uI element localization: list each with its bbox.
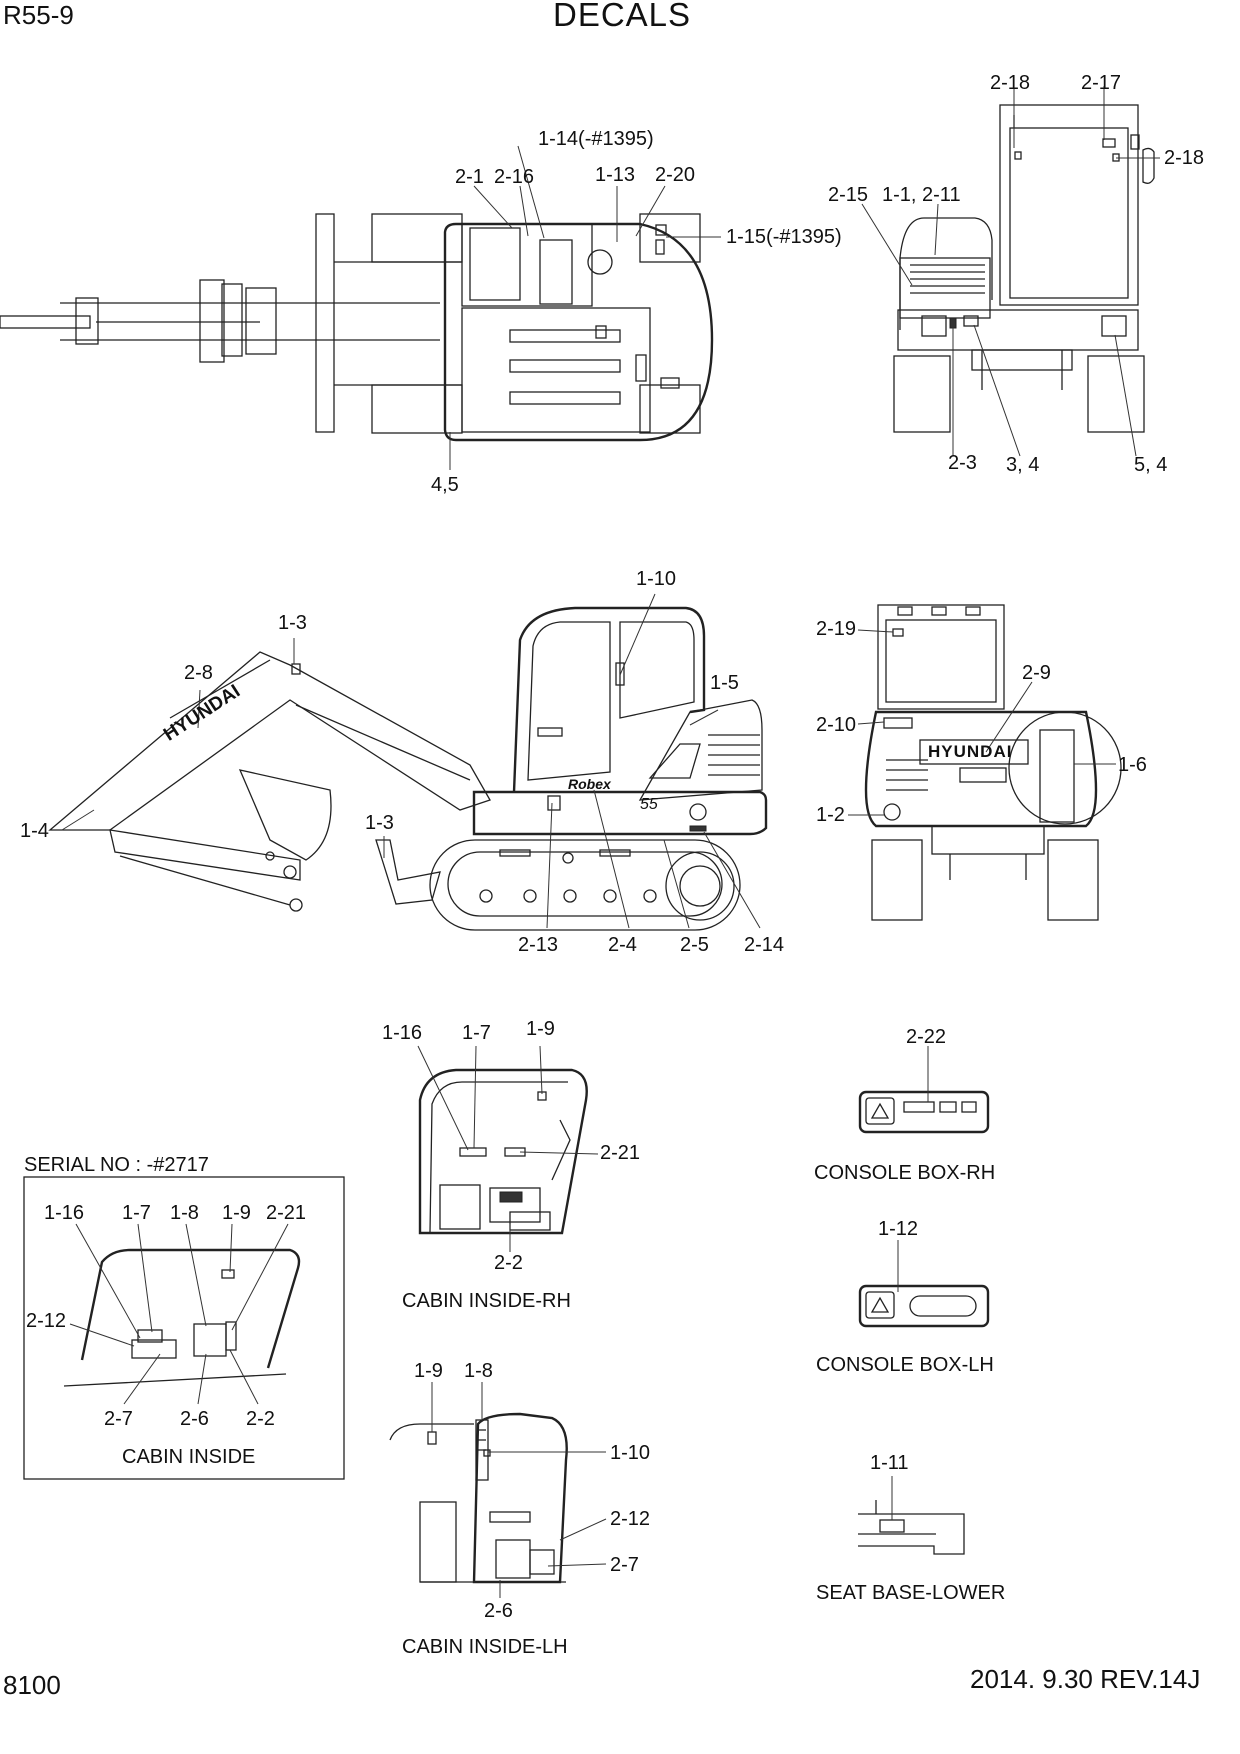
model-number: R55-9 [3, 0, 74, 30]
callout-1-16-rh: 1-16 [382, 1022, 423, 1044]
cab-brand-decal: Robex [568, 776, 611, 792]
callout-1-3-boom: 1-3 [278, 612, 307, 634]
callout-1-7-box: 1-7 [122, 1202, 151, 1224]
top-view-leaders [449, 145, 721, 470]
callout-2-19: 2-19 [816, 618, 857, 640]
rear-view-drawing [864, 604, 1122, 921]
caption-cabin-inside-lh: CABIN INSIDE-LH [402, 1636, 568, 1658]
callout-1-13: 1-13 [595, 164, 636, 186]
top-view-drawing [0, 213, 714, 442]
callout-2-7-lh: 2-7 [610, 1554, 639, 1576]
callout-2-1: 2-1 [455, 166, 484, 188]
callout-2-2-rh: 2-2 [494, 1252, 523, 1274]
caption-console-box-lh: CONSOLE BOX-LH [816, 1354, 994, 1376]
callout-1-12: 1-12 [878, 1218, 919, 1240]
caption-cabin-inside: CABIN INSIDE [122, 1446, 256, 1468]
callout-2-7-box: 2-7 [104, 1408, 133, 1430]
cabin-lh-leaders [431, 1382, 607, 1598]
serial-number-note: SERIAL NO : -#2717 [24, 1154, 209, 1176]
callout-1-1-2-11: 1-1, 2-11 [882, 184, 961, 206]
callout-1-9-box: 1-9 [222, 1202, 251, 1224]
callout-2-10: 2-10 [816, 714, 857, 736]
side-view-drawing [48, 606, 768, 931]
callout-4-5: 4,5 [431, 474, 459, 496]
callout-1-8-box: 1-8 [170, 1202, 199, 1224]
callout-1-9-rh: 1-9 [526, 1018, 555, 1040]
console-lh-drawing [858, 1240, 990, 1328]
callout-2-17: 2-17 [1081, 72, 1122, 94]
caption-seat-base-lower: SEAT BASE-LOWER [816, 1582, 1006, 1604]
callout-2-18-top: 2-18 [990, 72, 1031, 94]
rear-top-leaders [861, 86, 1160, 457]
side-view-leaders [61, 593, 761, 929]
callout-1-15: 1-15(-#1395) [726, 226, 842, 248]
callout-2-20: 2-20 [655, 164, 696, 186]
callout-2-21-box: 2-21 [266, 1202, 307, 1224]
caption-console-box-rh: CONSOLE BOX-RH [814, 1162, 996, 1184]
callout-2-16: 2-16 [494, 166, 535, 188]
callout-2-18-side: 2-18 [1164, 147, 1205, 169]
callout-3-4: 3, 4 [1006, 454, 1040, 476]
callout-1-5: 1-5 [710, 672, 739, 694]
callout-1-8-lh: 1-8 [464, 1360, 493, 1382]
callout-2-22: 2-22 [906, 1026, 947, 1048]
seat-base-drawing [858, 1476, 965, 1555]
cabin-rh-leaders [417, 1045, 599, 1252]
model-badge-decal: 55 [640, 796, 658, 813]
cabin-lh-drawing [389, 1412, 568, 1584]
callout-2-3: 2-3 [948, 452, 977, 474]
callout-2-2-box: 2-2 [246, 1408, 275, 1430]
callout-2-12-lh: 2-12 [610, 1508, 651, 1530]
cabin-rh-drawing [418, 1068, 588, 1235]
serial-box-drawing [23, 1176, 345, 1480]
rear-view-leaders [848, 629, 1116, 816]
callout-2-8: 2-8 [184, 662, 213, 684]
callout-1-7-rh: 1-7 [462, 1022, 491, 1044]
console-rh-drawing [858, 1046, 990, 1134]
callout-2-15: 2-15 [828, 184, 869, 206]
callout-1-6: 1-6 [1118, 754, 1147, 776]
callout-1-3-dozer: 1-3 [365, 812, 394, 834]
callout-1-11: 1-11 [870, 1452, 909, 1474]
callout-1-4: 1-4 [20, 820, 49, 842]
callout-1-2: 1-2 [816, 804, 845, 826]
page-title: DECALS [553, 0, 692, 33]
callout-2-9: 2-9 [1022, 662, 1051, 684]
rear-top-drawing [893, 104, 1155, 433]
rear-brand-decal: HYUNDAI [928, 742, 1013, 761]
callout-2-13: 2-13 [518, 934, 559, 956]
callout-5-4: 5, 4 [1134, 454, 1168, 476]
callout-1-10-lh: 1-10 [610, 1442, 651, 1464]
callout-1-16-box: 1-16 [44, 1202, 85, 1224]
callout-1-10-side: 1-10 [636, 568, 677, 590]
callout-2-12-box: 2-12 [26, 1310, 67, 1332]
revision-date: 2014. 9.30 REV.14J [970, 1664, 1201, 1694]
page-number: 8100 [3, 1670, 61, 1700]
callout-2-6-box: 2-6 [180, 1408, 209, 1430]
callout-1-14: 1-14(-#1395) [538, 128, 654, 150]
callout-2-5: 2-5 [680, 934, 709, 956]
callout-2-4: 2-4 [608, 934, 637, 956]
caption-cabin-inside-rh: CABIN INSIDE-RH [402, 1290, 571, 1312]
callout-2-21-rh: 2-21 [600, 1142, 641, 1164]
callout-2-6-lh: 2-6 [484, 1600, 513, 1622]
callout-2-14: 2-14 [744, 934, 785, 956]
callout-1-9-lh: 1-9 [414, 1360, 443, 1382]
serial-box-leaders [69, 1223, 289, 1405]
